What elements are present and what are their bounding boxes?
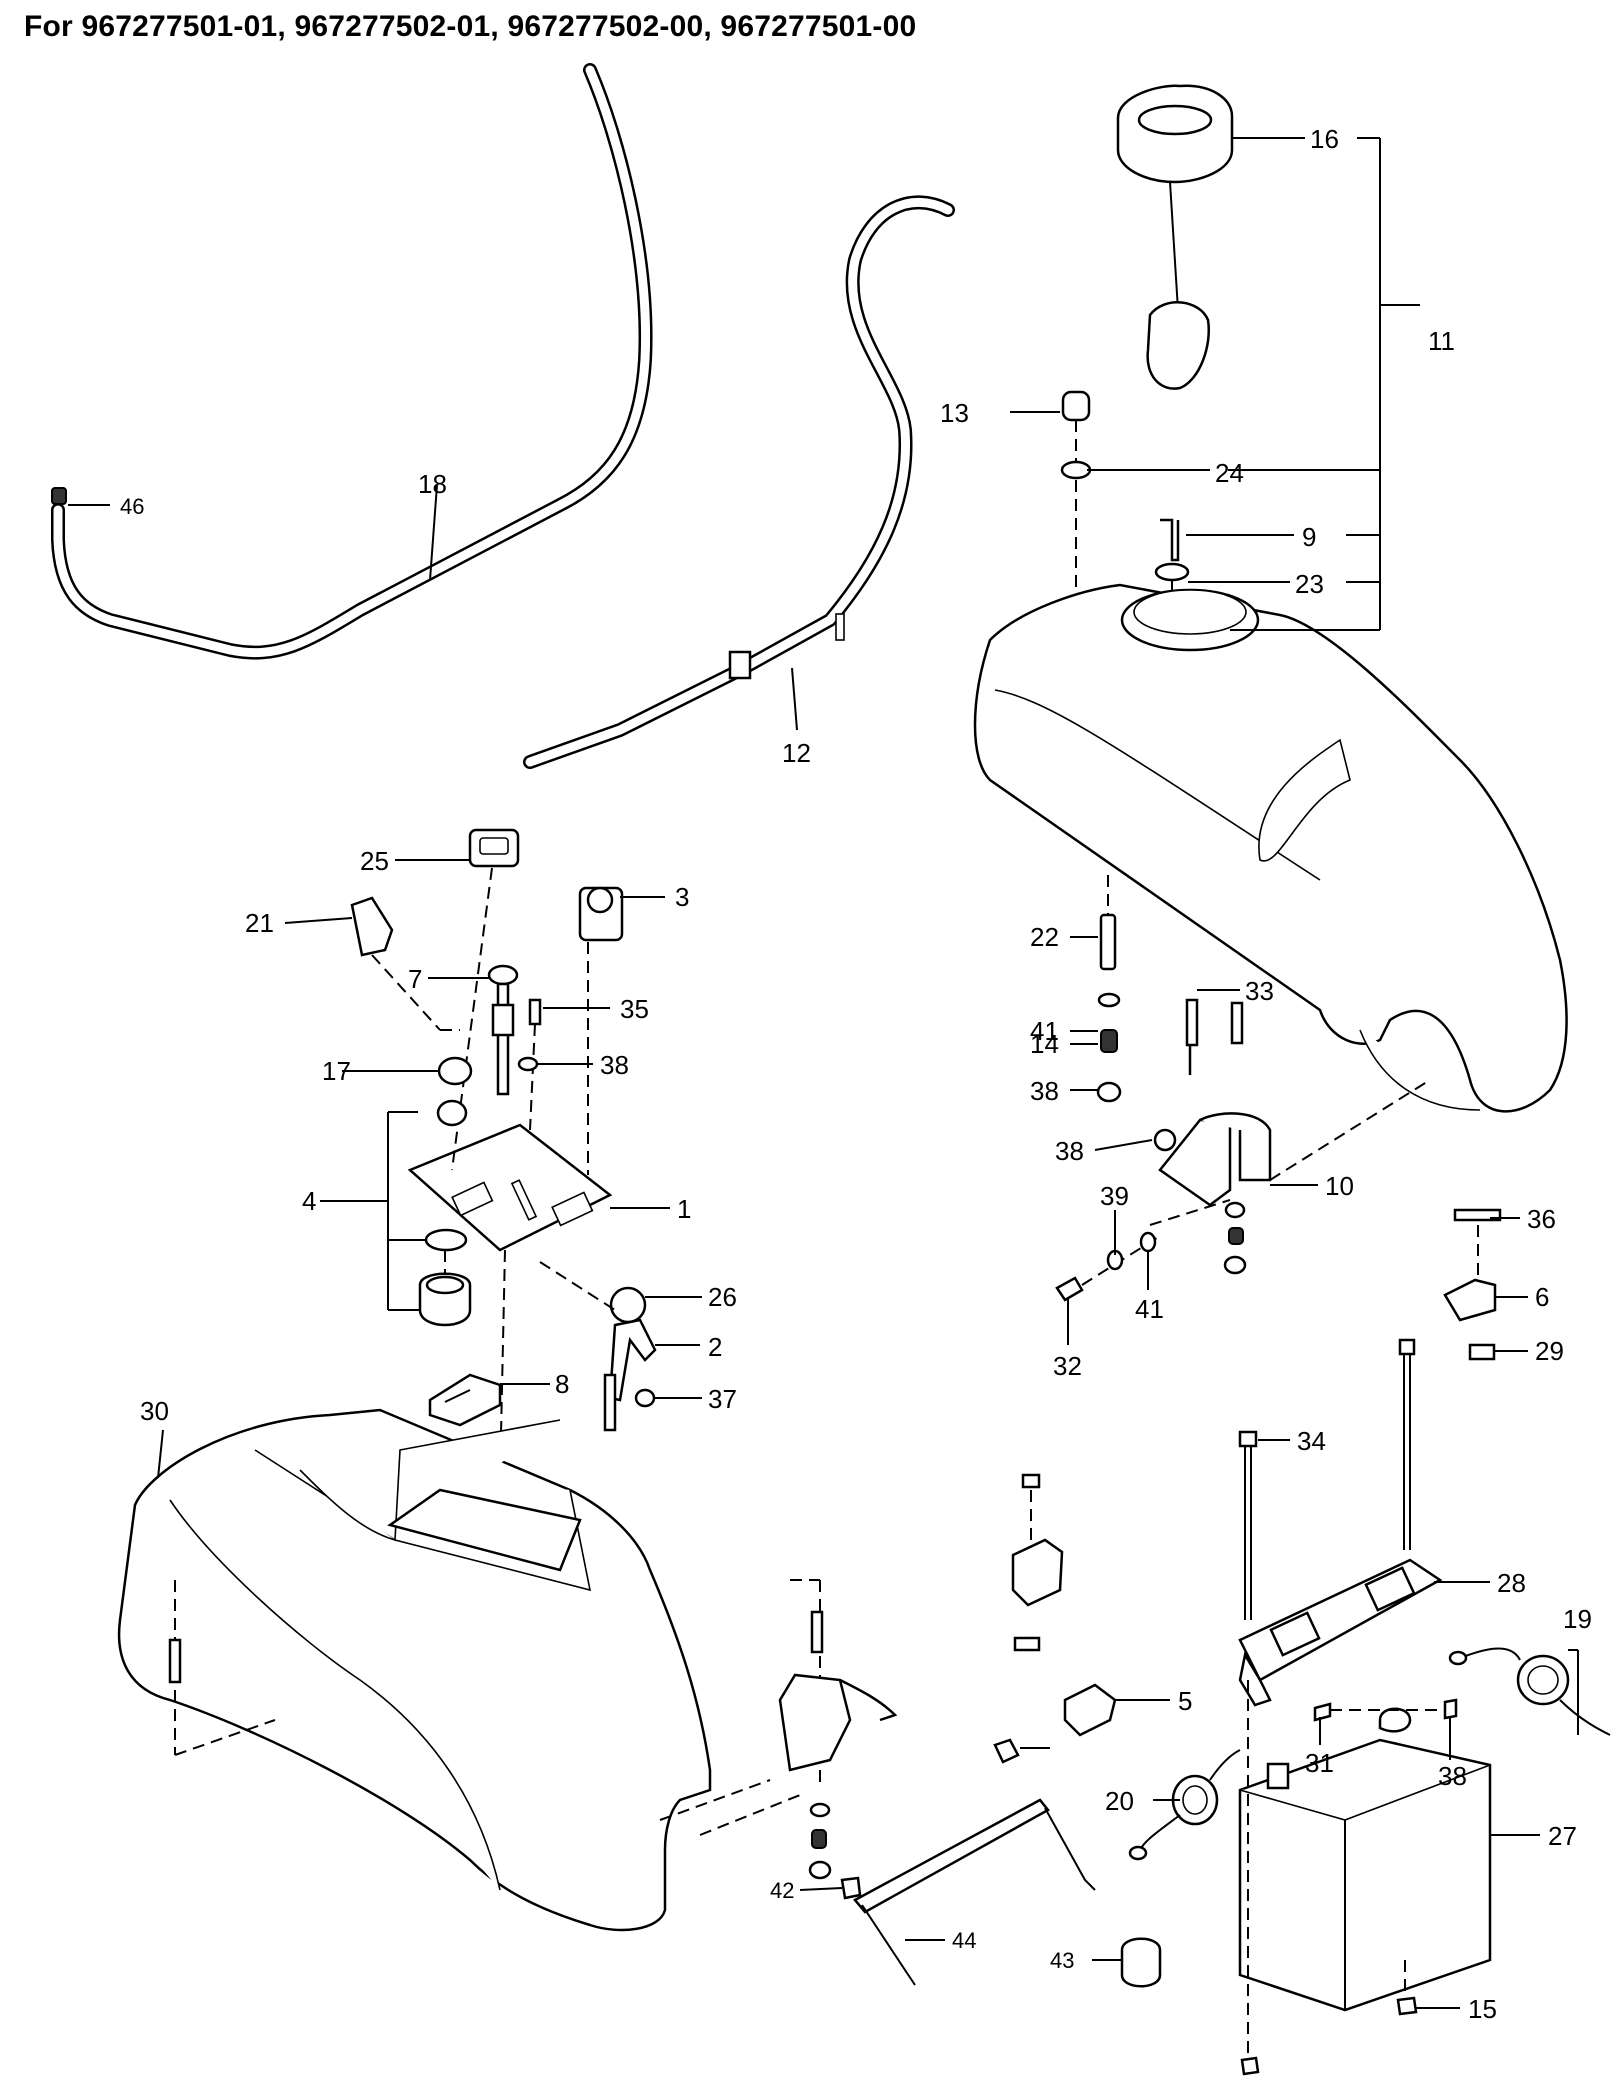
- bracket-10: [1149, 998, 1431, 1275]
- battery-27: [1238, 1707, 1492, 2012]
- callout-19: 19: [1563, 1604, 1592, 1634]
- cable-19: [1448, 1647, 1611, 1736]
- callout-30: 30: [140, 1396, 169, 1426]
- hose-12: [523, 195, 955, 769]
- callout-labels: 16 11 13 24 9 23 18 46 12 25 3 21 7 35 3…: [120, 124, 1592, 2024]
- washer-41: [1097, 992, 1121, 1008]
- callout-8: 8: [555, 1369, 569, 1399]
- callout-12: 12: [782, 738, 811, 768]
- callout-1: 1: [677, 1194, 691, 1224]
- washer-4b: [424, 1228, 468, 1252]
- washer-24: [1060, 460, 1092, 480]
- fuel-tank-11: [973, 583, 1568, 1113]
- connector-8: [428, 1373, 502, 1427]
- callout-38a: 38: [1030, 1076, 1059, 1106]
- key-switch-4: [418, 1250, 472, 1327]
- callout-6: 6: [1535, 1282, 1549, 1312]
- ignition-3: [578, 886, 624, 1175]
- callout-39: 38: [600, 1050, 629, 1080]
- nut-bottom: [1240, 2056, 1260, 2076]
- callout-45: 46: [120, 494, 144, 519]
- wing-nut-46: [993, 1738, 1020, 1764]
- nut-15: [1396, 1996, 1418, 2016]
- nut-38: [1096, 1081, 1122, 1103]
- callout-2: 2: [708, 1332, 722, 1362]
- callout-42: 42: [770, 1878, 794, 1903]
- callout-41: 41: [1030, 1016, 1059, 1046]
- nut-4a: [436, 1099, 468, 1127]
- callout-11: 11: [1428, 326, 1455, 356]
- callout-4: 4: [302, 1186, 316, 1216]
- callout-40: 39: [1100, 1181, 1129, 1211]
- screw-31: [1313, 1702, 1332, 1722]
- callout-25: 25: [360, 846, 389, 876]
- lever-2: [603, 1318, 657, 1432]
- callout-15: 15: [1468, 1994, 1497, 2024]
- callout-41b: 41: [1135, 1294, 1164, 1324]
- callout-23: 23: [1295, 569, 1324, 599]
- switch-5: [1063, 1683, 1117, 1737]
- relay: [1011, 1473, 1064, 1652]
- callout-20: 20: [1105, 1786, 1134, 1816]
- callout-17: 17: [322, 1056, 351, 1086]
- callout-37: 37: [708, 1384, 737, 1414]
- callout-5: 5: [1178, 1686, 1192, 1716]
- callout-36: 36: [1527, 1204, 1556, 1234]
- callout-21: 21: [245, 908, 274, 938]
- callout-14: 14: [1030, 1029, 1059, 1059]
- bracket-lower: [778, 1610, 898, 1880]
- callout-38c: 38: [1438, 1761, 1467, 1791]
- clip-43: [1120, 1937, 1162, 1988]
- screw-35: [528, 998, 542, 1026]
- hose-18: [51, 63, 653, 660]
- knob-26: [609, 1286, 647, 1324]
- stud-22: [1099, 913, 1117, 971]
- nut-37: [634, 1388, 656, 1408]
- washer-41b: [1139, 1231, 1157, 1253]
- callout-22: 22: [1030, 922, 1059, 952]
- callout-28: 28: [1497, 1568, 1526, 1598]
- spring-14: [1100, 1029, 1118, 1053]
- callout-13: 13: [940, 398, 969, 428]
- callout-31: 31: [1305, 1748, 1334, 1778]
- callout-27: 27: [1548, 1821, 1577, 1851]
- rod-long: [1398, 1338, 1416, 1550]
- hood-30: [117, 1408, 712, 1932]
- callout-38b: 38: [1055, 1136, 1084, 1166]
- nut-38c: [1443, 1698, 1458, 1720]
- callout-26: 26: [708, 1282, 737, 1312]
- nut-17: [437, 1056, 473, 1086]
- battery-holder-28: [1238, 1558, 1443, 1707]
- throttle-7: [487, 964, 519, 1096]
- callout-18: 18: [418, 469, 447, 499]
- callout-7: 7: [408, 964, 422, 994]
- control-plate-1: [407, 1123, 613, 1252]
- callout-43: 43: [1050, 1948, 1074, 1973]
- switch-6: [1443, 1208, 1502, 1361]
- callout-32: 32: [1053, 1351, 1082, 1381]
- washer-39: [517, 1056, 539, 1072]
- leader-lines: [68, 137, 1579, 2009]
- callout-34: 34: [1297, 1426, 1326, 1456]
- callout-24: 24: [1215, 458, 1244, 488]
- callout-16: 16: [1310, 124, 1339, 154]
- vent-13: [1061, 390, 1091, 465]
- callout-35: 35: [620, 994, 649, 1024]
- callout-33: 33: [1245, 976, 1274, 1006]
- callout-3: 3: [675, 882, 689, 912]
- callout-9: 9: [1302, 522, 1316, 552]
- page-title: For 967277501-01, 967277502-01, 96727750…: [24, 10, 917, 43]
- screw-32: [1055, 1276, 1084, 1302]
- gas-cap-16: [1116, 84, 1234, 390]
- callout-29: 29: [1535, 1336, 1564, 1366]
- rod-34: [1238, 1430, 1258, 1620]
- callout-44: 44: [952, 1928, 976, 1953]
- callout-10: 10: [1325, 1171, 1354, 1201]
- knob-21: [350, 896, 460, 1031]
- bracket-rod-44: [840, 1798, 1096, 1986]
- cable-20: [1128, 1749, 1241, 1861]
